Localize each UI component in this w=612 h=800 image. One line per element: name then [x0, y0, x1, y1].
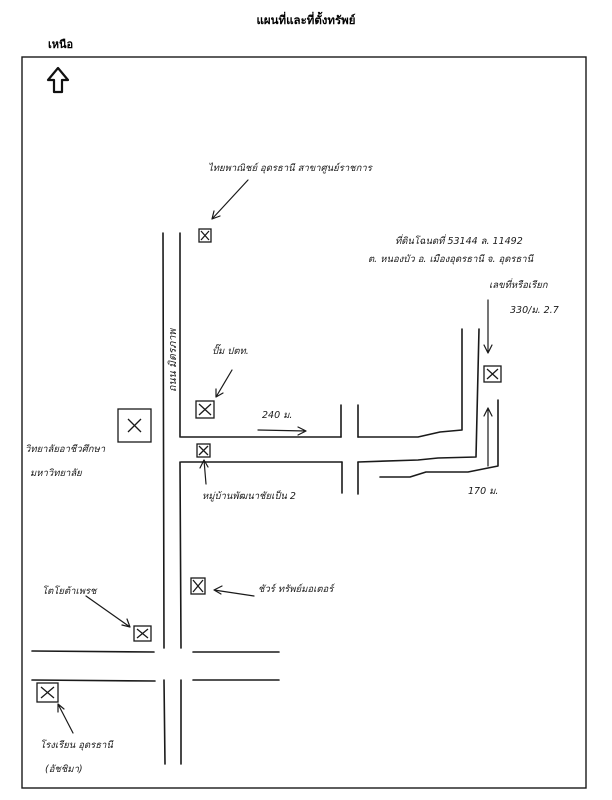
far-lane: [379, 399, 499, 478]
village-label: หมู่บ้านพัฒนาชัยเป็น 2: [202, 490, 296, 502]
school-label-line-1: วิทยาลัยอาชีวศึกษา: [25, 443, 106, 455]
map-frame: [21, 56, 587, 789]
ptt-arrow: [215, 369, 233, 398]
map-title: แผนที่และที่ตั้งทรัพย์: [257, 11, 356, 27]
cross-road-north-edge: [31, 650, 280, 653]
ptt-label: ปั๊ม ปตท.: [212, 343, 249, 357]
toyota-arrow: [85, 595, 131, 628]
property-line-4: 330/ม. 2.7: [510, 305, 559, 316]
property-line-3: เลขที่หรือเรียก: [489, 278, 549, 291]
car-dealer-label: ชัวร์ ทรัพย์มอเตอร์: [258, 583, 335, 595]
property-line-1: ที่ดินโฉนดที่ 53144 ล. 11492: [395, 234, 523, 247]
distance-240-label: 240 ม.: [262, 410, 292, 421]
main-road-west-edge: [162, 232, 166, 765]
cross-road-south-edge: [31, 679, 280, 682]
ptt-marker-icon: [195, 400, 215, 419]
distance-240-arrow: [257, 426, 307, 436]
property-marker-icon: [483, 365, 502, 383]
village-arrow: [199, 459, 209, 485]
main-road-east-edge: [179, 232, 182, 765]
toyota-marker-icon: [133, 625, 152, 642]
hospital-label-line-1: โรงเรียน อุดรธานี: [40, 739, 114, 751]
bank-marker-icon: [198, 228, 212, 243]
soi-north-edge: [180, 328, 463, 438]
north-label: เหนือ: [48, 38, 73, 51]
toyota-label: โตโยต้าเพรช: [42, 585, 98, 597]
hospital-marker-icon: [36, 682, 59, 703]
hospital-label-line-2: (อัชชิมา): [45, 764, 83, 775]
distance-170-arrow: [483, 407, 493, 467]
property-arrow: [483, 299, 493, 354]
property-line-2: ต. หนองบัว อ. เมืองอุดรธานี จ. อุดรธานี: [368, 253, 535, 265]
school-marker-icon: [117, 408, 152, 443]
distance-170-label: 170 ม.: [468, 486, 498, 497]
car-dealer-arrow: [213, 585, 255, 597]
soi-south-edge: [180, 328, 480, 463]
car-dealer-marker-icon: [190, 577, 206, 595]
hospital-arrow: [57, 703, 74, 734]
bank-arrow: [211, 179, 249, 220]
village-marker-icon: [196, 443, 211, 458]
bank-label: ไทยพาณิชย์ อุดรธานี สาขาศูนย์ราชการ: [208, 162, 374, 174]
school-label-line-2: มหาวิทยาลัย: [30, 468, 83, 479]
road-label-mittraphap: ถนน มิตรภาพ: [167, 328, 179, 392]
side-lane: [340, 404, 359, 495]
north-arrow-icon: [46, 66, 70, 94]
